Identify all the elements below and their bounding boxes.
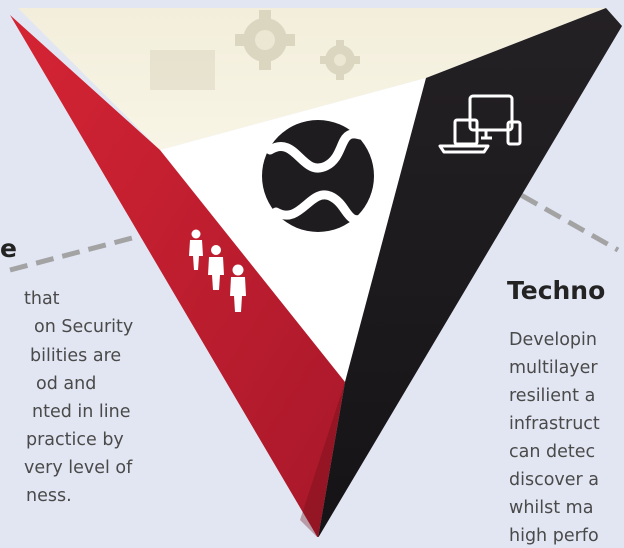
people-line: practice by xyxy=(26,430,124,450)
technology-line: discover a xyxy=(509,470,600,490)
technology-line: Developin xyxy=(509,330,597,350)
technology-line: whilst ma xyxy=(509,498,594,518)
people-connector xyxy=(9,229,156,273)
gears-icon xyxy=(150,10,360,90)
interlock-logo-icon xyxy=(262,120,374,232)
triangle-diagram xyxy=(9,8,622,537)
technology-connector xyxy=(496,179,620,253)
technology-line: can detec xyxy=(509,442,596,462)
people-line: od and xyxy=(36,374,97,394)
technology-face xyxy=(318,8,622,537)
people-line: ness. xyxy=(26,486,72,506)
people-line: bilities are xyxy=(30,346,122,366)
technology-line: infrastruct xyxy=(509,414,600,434)
people-icon xyxy=(189,229,246,312)
people-face xyxy=(10,15,345,537)
process-face xyxy=(18,8,606,150)
devices-icon xyxy=(438,94,522,154)
people-line: on Security xyxy=(34,317,134,337)
technology-line: multilayer xyxy=(509,358,598,378)
people-shadow xyxy=(300,382,345,537)
technology-heading: Techno xyxy=(507,276,606,305)
people-line: nted in line xyxy=(32,402,131,422)
people-heading: e xyxy=(0,234,17,263)
technology-line: resilient a xyxy=(509,386,596,406)
technology-line: high perfo xyxy=(509,526,599,546)
people-line: that xyxy=(24,289,60,309)
people-line: very level of xyxy=(24,458,133,478)
